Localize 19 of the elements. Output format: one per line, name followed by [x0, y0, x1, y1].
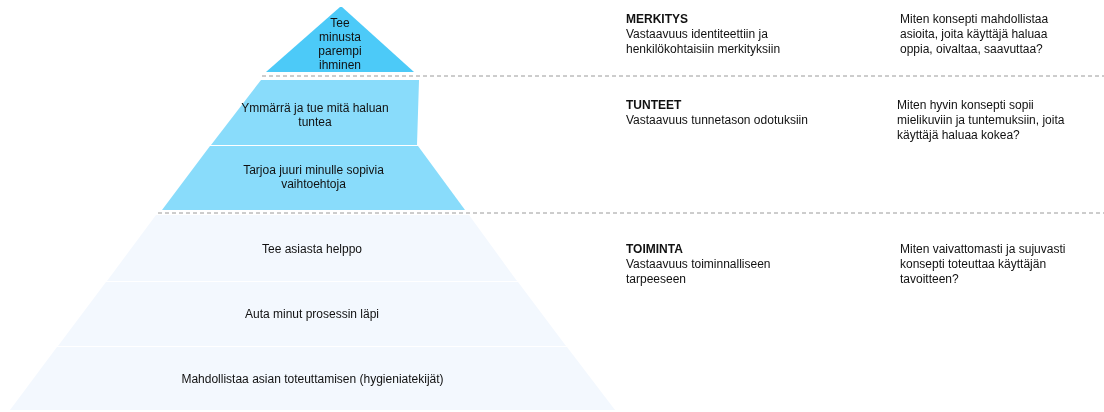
pyramid-tier — [107, 215, 517, 281]
description-text: Vastaavuus toiminnalliseen tarpeeseen — [626, 257, 772, 287]
tier-label: Ymmärrä ja tue mitä haluan tuntea — [240, 101, 390, 129]
tier-label: Tee asiasta helppo — [260, 242, 364, 256]
tier-label: Auta minut prosessin läpi — [243, 307, 381, 321]
description-text: Vastaavuus identiteettiin ja henkilökohtaisiin merkityksiin — [626, 27, 782, 57]
description-text: Vastaavuus tunnetason odotuksiin — [626, 113, 809, 128]
section-heading: TUNTEET — [626, 98, 683, 113]
pyramid-tier — [162, 146, 465, 210]
pyramid-top-triangle — [266, 7, 414, 72]
description-text: Miten vaivattomasti ja sujuvasti konsepti toteuttaa käyttäjän tavoitteen? — [900, 242, 1067, 287]
tier-label: Mahdollistaa asian toteuttamisen (hygieniatekijät) — [180, 372, 445, 386]
section-heading: TOIMINTA — [626, 242, 684, 257]
description-text: Miten hyvin konsepti sopii mielikuviin ja tuntemuksiin, joita käyttäjä haluaa kokea? — [897, 98, 1066, 143]
pyramid-tier — [211, 80, 419, 145]
section-heading: MERKITYS — [626, 12, 689, 27]
tier-label: Tee minusta parempi ihminen — [317, 16, 363, 72]
tier-label: Tarjoa juuri minulle sopivia vaihtoehtoja — [242, 163, 385, 191]
description-text: Miten konsepti mahdollistaa asioita, joita käyttäjä haluaa oppia, oivaltaa, saavuttaa? — [900, 12, 1050, 57]
